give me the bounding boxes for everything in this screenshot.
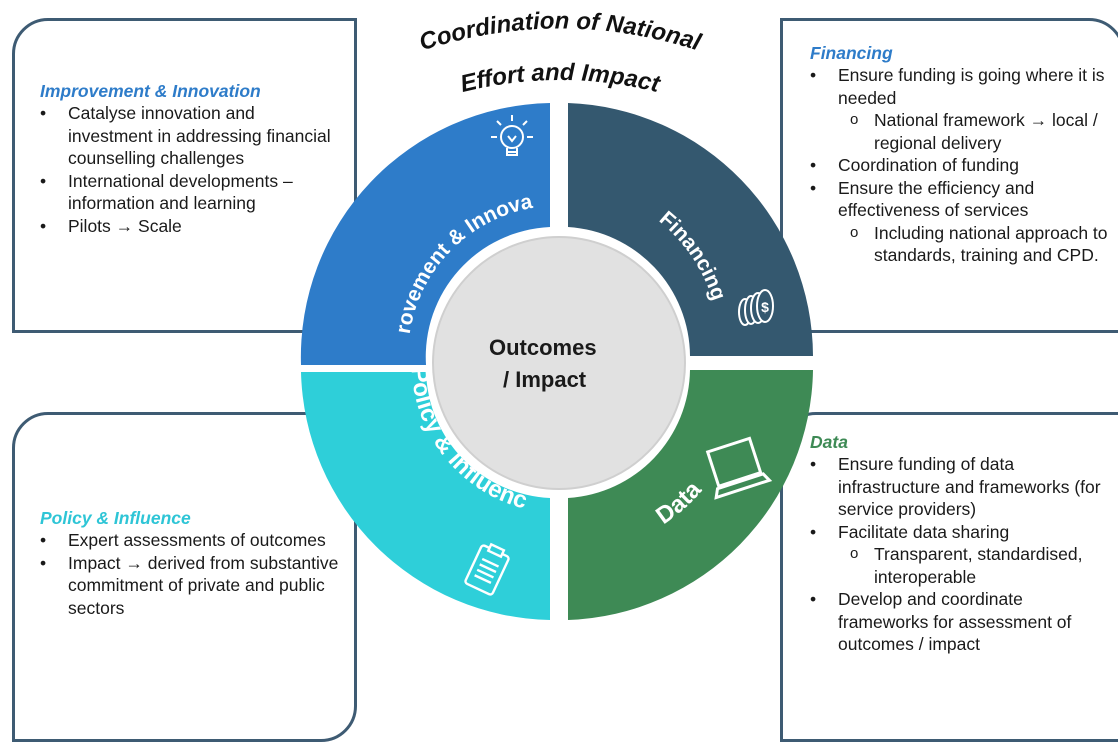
svg-text:Effort and Impact: Effort and Impact	[458, 59, 664, 98]
list-item: Pilots → Scale	[40, 215, 340, 238]
sub-list-item: Including national approach to standards…	[810, 222, 1110, 267]
financing-text: Financing Ensure funding is going where …	[810, 42, 1110, 267]
improvement-list: Catalyse innovation and investment in ad…	[40, 102, 340, 237]
list-item: Impact → derived from substantive commit…	[40, 552, 340, 620]
policy-text: Policy & Influence Expert assessments of…	[40, 507, 340, 619]
list-item: Coordination of funding	[810, 154, 1110, 177]
coins-icon: $	[738, 289, 774, 326]
list-item: Develop and coordinate frameworks for as…	[810, 588, 1110, 656]
segment-improvement	[300, 103, 550, 365]
data-text: Data Ensure funding of data infrastructu…	[810, 431, 1110, 656]
title-line-1: Coordination of National	[416, 7, 705, 56]
center-circle	[432, 236, 686, 490]
financing-heading: Financing	[810, 43, 893, 63]
improvement-text: Improvement & Innovation Catalyse innova…	[40, 80, 340, 237]
list-item: Ensure the efficiency and effectiveness …	[810, 177, 1110, 222]
list-item: Ensure funding of data infrastructure an…	[810, 453, 1110, 521]
list-item: Expert assessments of outcomes	[40, 529, 340, 552]
list-item: Facilitate data sharing	[810, 521, 1110, 544]
svg-text:Coordination of National: Coordination of National	[416, 7, 705, 56]
list-item: Ensure funding is going where it is need…	[810, 64, 1110, 109]
data-list: Ensure funding of data infrastructure an…	[810, 453, 1110, 656]
title-line-2: Effort and Impact	[458, 59, 664, 98]
policy-heading: Policy & Influence	[40, 508, 191, 528]
sub-list-item: Transparent, standardised, interoperable	[810, 543, 1110, 588]
list-item: Catalyse innovation and investment in ad…	[40, 102, 340, 170]
center-label: Outcomes / Impact	[489, 332, 659, 396]
clipboard-icon	[464, 542, 510, 596]
center-line-1: Outcomes	[489, 335, 597, 360]
list-item: International developments – information…	[40, 170, 340, 215]
policy-list: Expert assessments of outcomesImpact → d…	[40, 529, 340, 619]
quadrant-wheel: Improvement & Innovation Financing Polic…	[300, 100, 813, 620]
segment-policy	[301, 372, 550, 620]
svg-text:$: $	[761, 299, 769, 315]
data-heading: Data	[810, 432, 848, 452]
sub-list-item: National framework → local / regional de…	[810, 109, 1110, 154]
improvement-heading: Improvement & Innovation	[40, 81, 261, 101]
segment-data	[568, 370, 813, 620]
laptop-icon	[705, 436, 773, 500]
segment-financing	[568, 103, 813, 356]
financing-list: Ensure funding is going where it is need…	[810, 64, 1110, 267]
center-line-2: / Impact	[503, 367, 587, 392]
lightbulb-icon	[491, 115, 533, 156]
diagram-title: Coordination of National Effort and Impa…	[416, 7, 705, 98]
